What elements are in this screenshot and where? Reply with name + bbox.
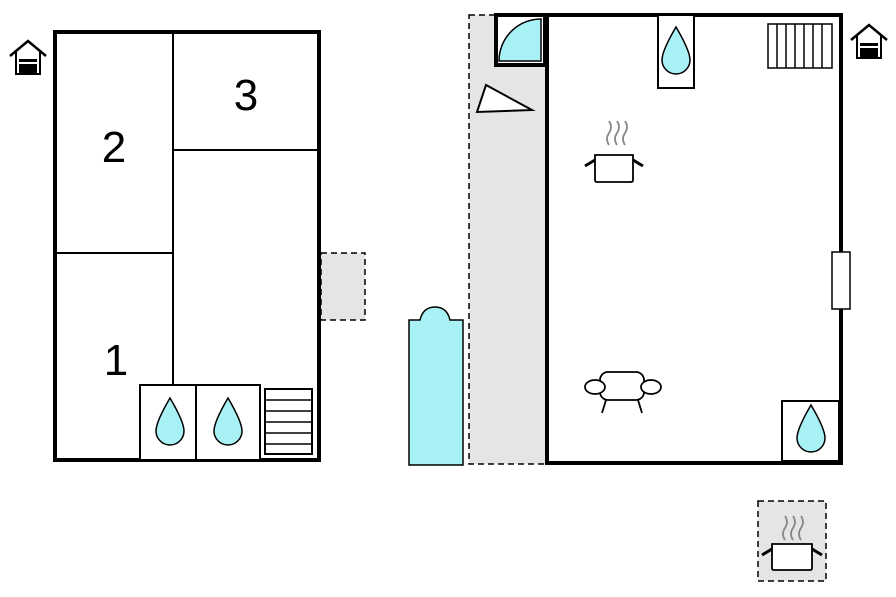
water-drop-icon xyxy=(796,403,826,453)
outdoor-kitchen-icon xyxy=(757,500,827,582)
terrace-area xyxy=(468,14,548,465)
room-label-3: 3 xyxy=(234,71,258,120)
water-drop-icon xyxy=(155,396,185,446)
room-label-1: 1 xyxy=(104,336,128,385)
stairs-icon xyxy=(264,388,313,455)
water-drop-icon xyxy=(213,396,243,446)
water-drop-icon xyxy=(661,25,691,75)
triangle-marker xyxy=(475,83,536,114)
pool-icon xyxy=(408,306,464,466)
bathroom-cell-1 xyxy=(139,384,197,461)
cooking-pot-icon xyxy=(584,120,644,183)
sofa-icon xyxy=(584,371,662,414)
water-point-top xyxy=(657,14,695,89)
stairs-icon xyxy=(767,23,833,69)
left-floor: 2 3 1 xyxy=(9,30,366,462)
door-swing-icon xyxy=(494,13,547,67)
balcony-area xyxy=(320,252,366,321)
house-icon xyxy=(9,39,47,75)
water-point-bottom xyxy=(781,400,840,462)
bathroom-cell-2 xyxy=(195,384,261,461)
window xyxy=(831,251,851,310)
right-floor xyxy=(494,13,888,465)
room-label-2: 2 xyxy=(102,123,126,172)
house-icon xyxy=(850,23,888,59)
